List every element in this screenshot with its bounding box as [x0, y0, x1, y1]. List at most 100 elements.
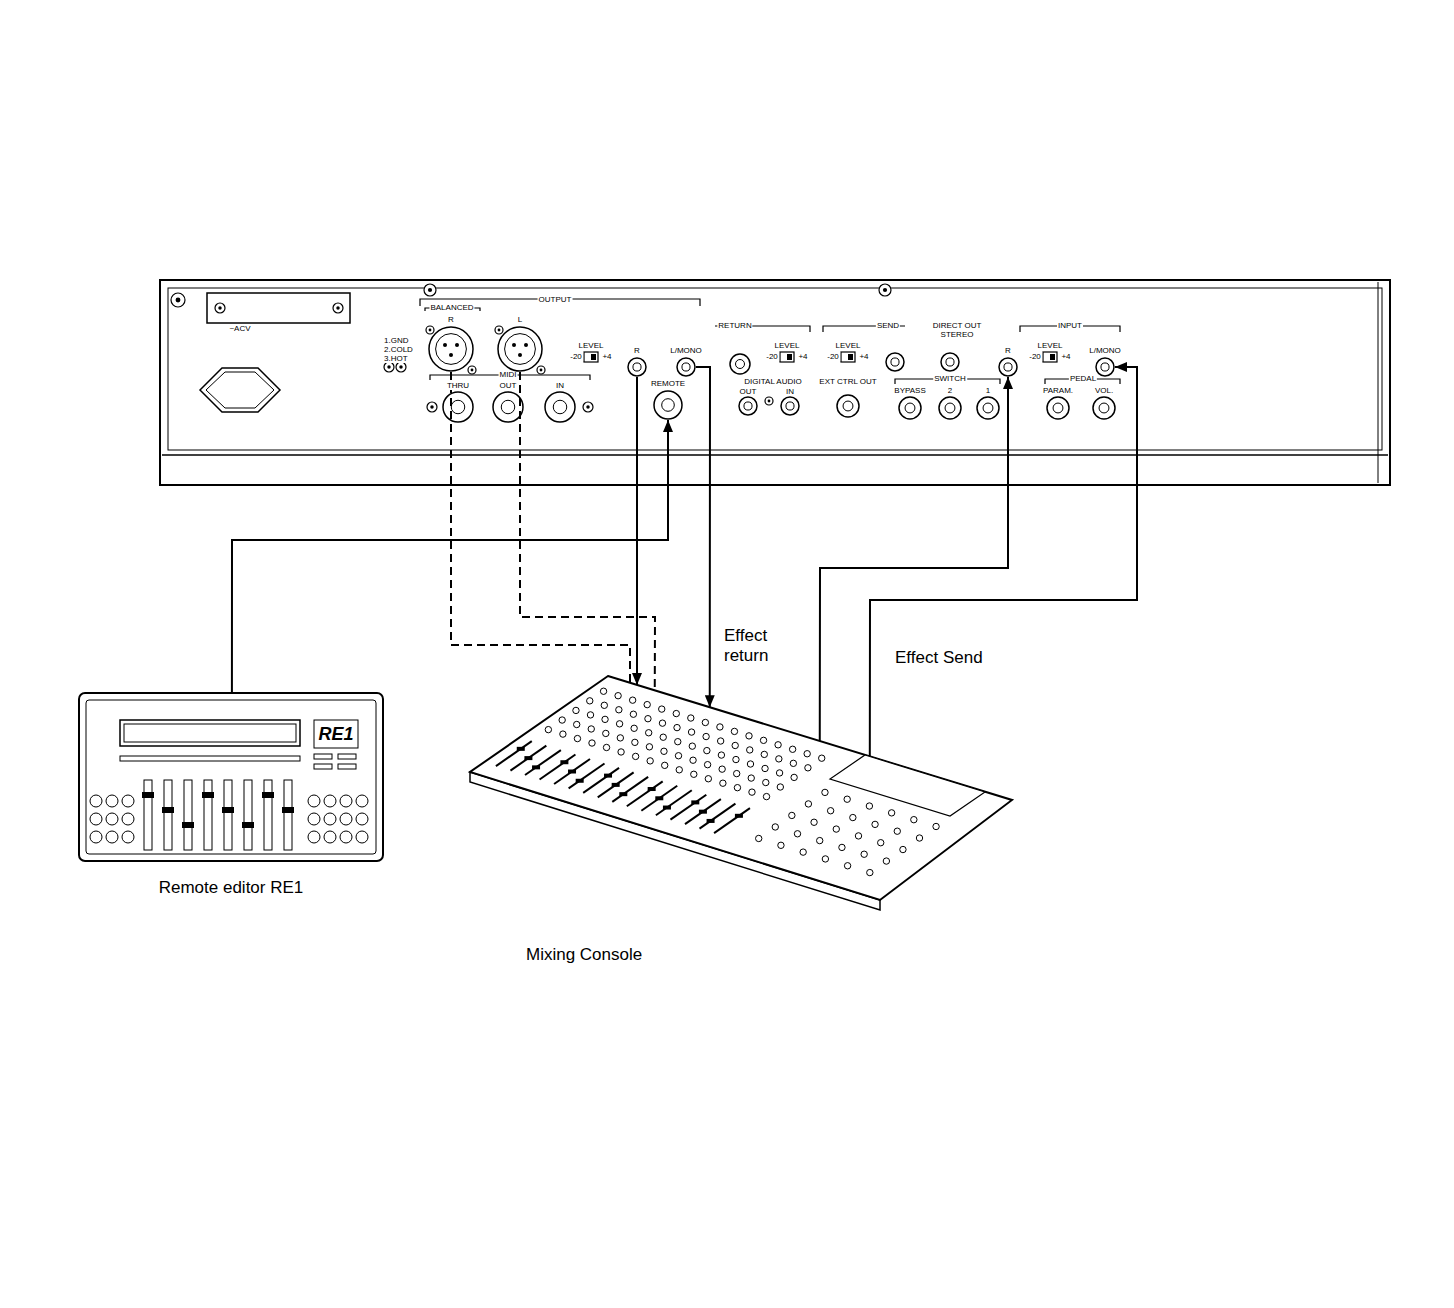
knob: [790, 760, 796, 766]
signal-cable: [696, 367, 710, 707]
knob: [691, 771, 697, 777]
knob: [844, 863, 850, 869]
small-button: [314, 754, 332, 759]
knob: [747, 747, 753, 753]
device-case: [79, 693, 383, 861]
knob: [617, 735, 623, 741]
fader-cap: [691, 800, 699, 804]
ac-inlet: [200, 368, 280, 412]
jack-socket: [654, 391, 682, 419]
slider-knob: [182, 822, 194, 828]
fader-cap: [655, 796, 663, 800]
knob: [717, 724, 723, 730]
knob: [731, 728, 737, 734]
jack-socket: [429, 327, 473, 371]
knob: [916, 835, 922, 841]
screw: [426, 326, 434, 334]
jack-socket: [941, 353, 959, 371]
mixing-console-body: [465, 672, 1015, 912]
cable-label: Effect return: [722, 626, 796, 666]
jack-socket: [677, 358, 695, 376]
fader-cap: [517, 747, 525, 751]
panel-edge: [1378, 282, 1379, 483]
panel-label: ~ACV: [228, 324, 251, 333]
panel-label: -20: [1028, 352, 1042, 361]
jack-hole: [843, 401, 853, 411]
knob: [659, 720, 665, 726]
knob: [778, 842, 784, 848]
console-caption: Mixing Console: [524, 945, 644, 965]
jack-socket: [739, 397, 757, 415]
screw-center: [387, 365, 391, 369]
screw: [215, 303, 225, 313]
knob: [763, 779, 769, 785]
screw-center: [498, 329, 501, 332]
knob: [702, 719, 708, 725]
device-logo: RE1: [314, 720, 358, 748]
signal-cable: [870, 367, 1137, 756]
screw-center: [586, 405, 590, 409]
knob: [674, 724, 680, 730]
panel-label: PEDAL: [1069, 374, 1097, 383]
panel-label: EXT CTRL OUT: [818, 377, 877, 386]
jack-hole: [905, 403, 915, 413]
fader-slot: [598, 772, 634, 797]
round-button: [122, 795, 134, 807]
round-button: [122, 831, 134, 843]
screw-center: [540, 369, 543, 372]
signal-cable: [232, 420, 668, 692]
jack-label: L: [517, 315, 523, 324]
jack-socket: R: [627, 346, 647, 377]
panel-label: DIGITAL AUDIO: [743, 377, 802, 386]
round-button: [308, 813, 320, 825]
knob: [703, 733, 709, 739]
panel-label: MIDI: [499, 370, 518, 379]
knob: [746, 733, 752, 739]
small-button: [314, 764, 332, 769]
device-face: [86, 700, 376, 854]
jack-socket: [730, 354, 750, 374]
knob: [762, 765, 768, 771]
jack-hole: [451, 400, 465, 414]
slider-slot: [144, 780, 152, 850]
knob: [878, 840, 884, 846]
rear-panel: [160, 280, 1390, 485]
knob: [867, 869, 873, 875]
jack-label: R: [447, 315, 455, 324]
panel-label: +4: [797, 352, 808, 361]
knob: [822, 789, 828, 795]
jack-label: REMOTE: [650, 379, 686, 388]
knob: [819, 755, 825, 761]
panel-rail: [162, 454, 1388, 456]
round-button: [356, 831, 368, 843]
fader-cap: [735, 814, 743, 818]
panel-label: -20: [765, 352, 779, 361]
slider-slot: [184, 780, 192, 850]
small-button: [338, 754, 356, 759]
slider-slot: [204, 780, 212, 850]
knob: [777, 784, 783, 790]
knob: [791, 774, 797, 780]
level-switch-knob: [1050, 354, 1055, 360]
knob: [602, 716, 608, 722]
knob: [675, 753, 681, 759]
panel-label: 2.COLD: [383, 345, 414, 354]
round-button: [106, 813, 118, 825]
slider-knob: [202, 792, 214, 798]
display-strip: [120, 756, 300, 761]
knob: [690, 757, 696, 763]
fader-cap: [619, 792, 627, 796]
screw: [495, 326, 503, 334]
dashed-cable: [520, 372, 655, 690]
fader-cap: [604, 774, 612, 778]
knob: [587, 698, 593, 704]
knob: [705, 776, 711, 782]
fader-cap: [707, 819, 715, 823]
knob: [630, 711, 636, 717]
knob: [827, 808, 833, 814]
lcd-window: [124, 724, 296, 742]
knob: [850, 814, 856, 820]
level-switch-knob: [591, 354, 596, 360]
jack-socket: [837, 395, 859, 417]
